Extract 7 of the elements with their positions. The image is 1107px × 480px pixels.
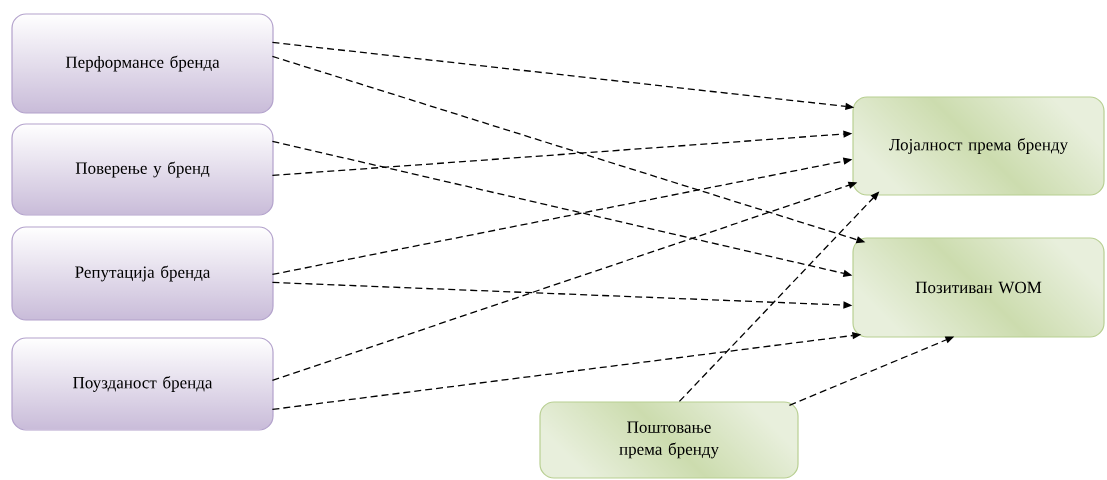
process-box: Репутација бренда bbox=[11, 226, 274, 321]
process-box: Позитиван WOM bbox=[852, 237, 1105, 338]
process-box: Поузданост бренда bbox=[11, 337, 274, 431]
process-box: Поштовање према бренду bbox=[539, 401, 799, 479]
process-box: Перформансе бренда bbox=[11, 13, 274, 114]
process-box: Лојалност према бренду bbox=[852, 96, 1105, 196]
process-box: Поверење у бренд bbox=[11, 123, 274, 216]
